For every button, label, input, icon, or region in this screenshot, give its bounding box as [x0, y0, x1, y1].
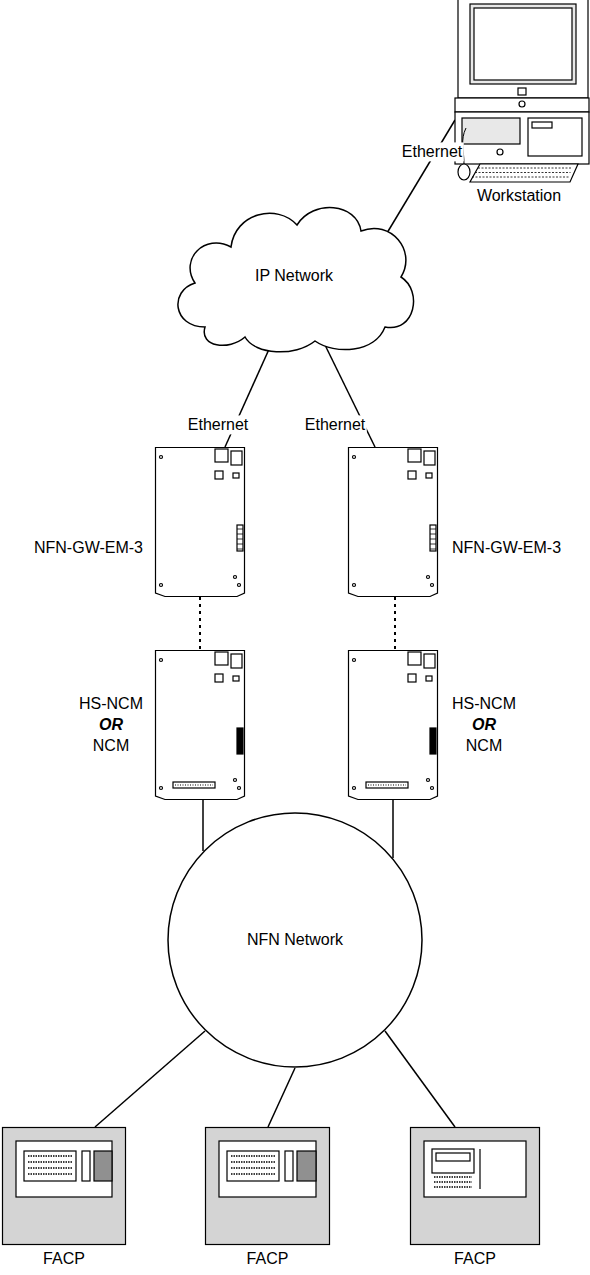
label-holder: FACP: [410, 1249, 540, 1270]
gateway-board: NFN-GW-EM-3: [348, 447, 578, 597]
edge-label-holder: Ethernet: [400, 142, 464, 161]
node-label: IP Network: [255, 266, 333, 287]
circuit-board: [349, 448, 438, 597]
fire-alarm-panel: FACP: [2, 1127, 126, 1272]
fire-alarm-panel: FACP: [205, 1127, 330, 1272]
gateway-board: NFN-GW-EM-3: [20, 447, 245, 597]
edge-label-holder: Ethernet: [303, 415, 367, 434]
label-holder: NFN Network: [167, 812, 423, 1068]
network-link: [392, 800, 394, 858]
circuit-board: [156, 448, 245, 597]
circuit-board: [349, 651, 438, 800]
node-label: Workstation: [451, 186, 587, 207]
node-shape: [348, 650, 538, 800]
node-label: FACP: [410, 1249, 540, 1270]
label-holder: Workstation: [437, 186, 587, 207]
node-label: FACP: [205, 1249, 330, 1270]
network-module-board: HS-NCM OR NCM: [50, 650, 245, 800]
node-shape: [348, 447, 578, 597]
node-label: NFN Network: [247, 930, 343, 951]
node-label: FACP: [2, 1249, 126, 1270]
network-link: [268, 1068, 295, 1127]
node-label: NFN-GW-EM-3: [452, 538, 561, 559]
edge-label: Ethernet: [303, 415, 367, 434]
circuit-board: [156, 651, 245, 800]
edge-label-holder: Ethernet: [186, 415, 250, 434]
workstation: Workstation: [440, 0, 590, 210]
network-link: [95, 1031, 205, 1127]
fire-alarm-panel: FACP: [410, 1127, 540, 1272]
network-link: [385, 1031, 455, 1127]
cloud-outline: [178, 208, 414, 352]
node-label: HS-NCM OR NCM: [79, 694, 143, 756]
network-ring: NFN Network: [167, 812, 423, 1068]
panel-illustration: [411, 1128, 540, 1245]
computer-illustration: [455, 0, 589, 182]
dotted-link: [394, 597, 396, 650]
node-label: HS-NCM OR NCM: [452, 694, 516, 756]
node-label: NFN-GW-EM-3: [34, 538, 143, 559]
network-module-board: HS-NCM OR NCM: [348, 650, 538, 800]
node-shape: [440, 0, 590, 210]
panel-illustration: [3, 1128, 126, 1245]
panel-illustration: [206, 1128, 330, 1245]
label-holder: HS-NCM OR NCM: [79, 694, 143, 756]
node-shape: [20, 447, 245, 597]
label-holder: IP Network: [165, 195, 423, 357]
label-holder: HS-NCM OR NCM: [452, 694, 516, 756]
label-holder: NFN-GW-EM-3: [452, 538, 561, 559]
node-shape: [50, 650, 245, 800]
label-holder: NFN-GW-EM-3: [34, 538, 143, 559]
edge-label: Ethernet: [186, 415, 250, 434]
label-holder: FACP: [2, 1249, 126, 1270]
network-link: [387, 120, 455, 233]
label-holder: FACP: [205, 1249, 330, 1270]
network-cloud: IP Network: [165, 195, 423, 357]
network-link: [202, 800, 204, 851]
network-circle: [168, 813, 422, 1067]
dotted-link: [199, 597, 201, 650]
edge-label: Ethernet: [400, 142, 464, 161]
